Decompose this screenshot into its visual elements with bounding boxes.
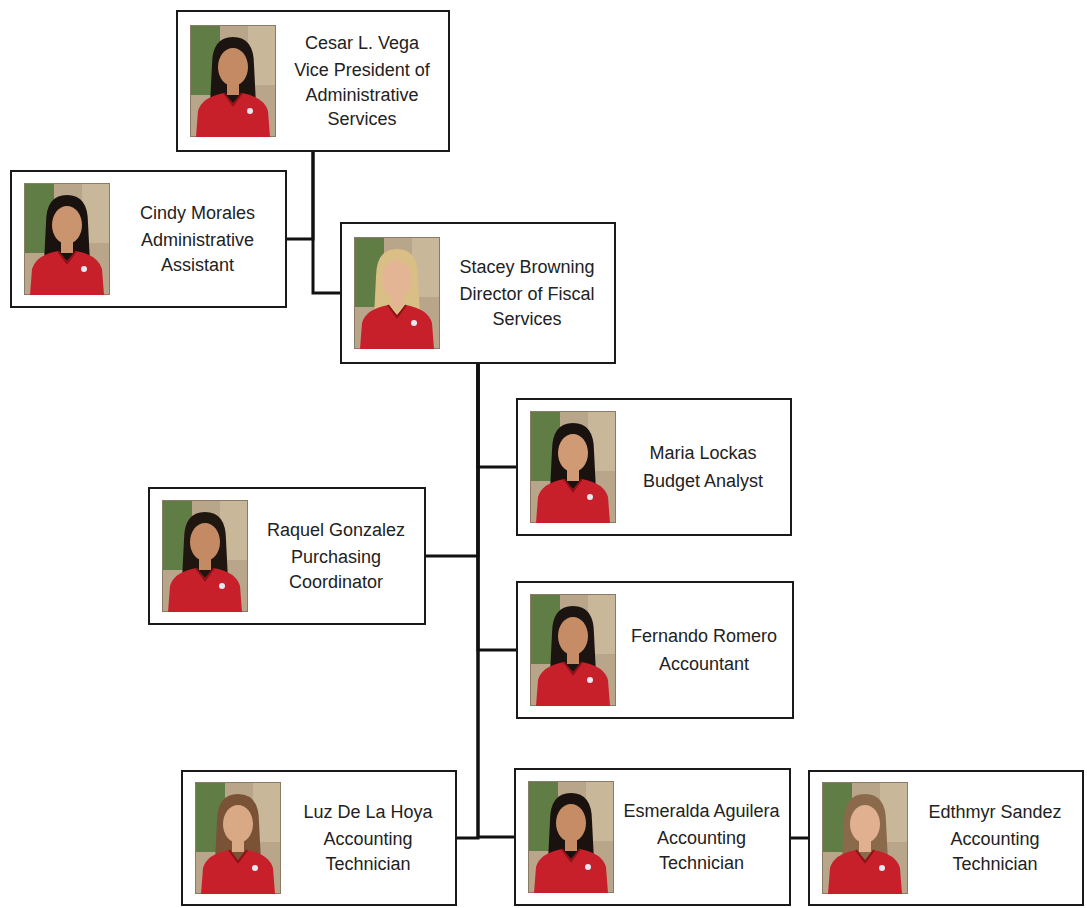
staff-text: Cesar L. VegaVice President of Administr… (276, 31, 440, 131)
portrait-photo (530, 594, 616, 706)
staff-box: Luz De La HoyaAccounting Technician (181, 770, 457, 906)
staff-name: Luz De La Hoya (289, 800, 447, 824)
staff-name: Esmeralda Aguilera (622, 799, 781, 823)
portrait-photo (530, 411, 616, 523)
staff-text: Stacey BrowningDirector of Fiscal Servic… (440, 255, 606, 331)
connector-line (457, 364, 478, 838)
staff-text: Luz De La HoyaAccounting Technician (281, 800, 447, 876)
connector-line (426, 364, 478, 556)
job-title: Director of Fiscal Services (448, 282, 606, 331)
staff-text: Edthmyr SandezAccounting Technician (908, 800, 1074, 876)
portrait-photo (162, 500, 248, 612)
staff-name: Cesar L. Vega (284, 31, 440, 55)
portrait-photo (195, 782, 281, 894)
portrait-photo (528, 781, 614, 893)
staff-name: Raquel Gonzalez (256, 518, 416, 542)
staff-name: Edthmyr Sandez (916, 800, 1074, 824)
connector-line (313, 152, 340, 293)
job-title: Administrative Assistant (118, 228, 277, 277)
portrait-photo (24, 183, 110, 295)
connector-line (478, 364, 514, 837)
connector-line (478, 364, 516, 467)
staff-text: Maria LockasBudget Analyst (616, 441, 782, 493)
staff-box: Cesar L. VegaVice President of Administr… (176, 10, 450, 152)
staff-text: Cindy MoralesAdministrative Assistant (110, 201, 277, 277)
portrait-photo (822, 782, 908, 894)
connector-line (287, 152, 313, 239)
staff-box: Cindy MoralesAdministrative Assistant (10, 170, 287, 308)
staff-name: Stacey Browning (448, 255, 606, 279)
job-title: Vice President of Administrative Service… (284, 58, 440, 131)
staff-name: Fernando Romero (624, 624, 784, 648)
staff-box: Edthmyr SandezAccounting Technician (808, 770, 1084, 906)
connector-line (791, 837, 808, 840)
portrait-photo (354, 237, 440, 349)
staff-box: Esmeralda AguileraAccounting Technician (514, 768, 791, 906)
staff-name: Cindy Morales (118, 201, 277, 225)
job-title: Accounting Technician (622, 826, 781, 875)
staff-box: Fernando RomeroAccountant (516, 581, 794, 719)
staff-text: Esmeralda AguileraAccounting Technician (614, 799, 781, 875)
staff-box: Stacey BrowningDirector of Fiscal Servic… (340, 222, 616, 364)
staff-box: Raquel GonzalezPurchasing Coordinator (148, 487, 426, 625)
staff-box: Maria LockasBudget Analyst (516, 398, 792, 536)
job-title: Accounting Technician (916, 827, 1074, 876)
connector-line (478, 364, 516, 650)
portrait-photo (190, 25, 276, 137)
staff-text: Raquel GonzalezPurchasing Coordinator (248, 518, 416, 594)
staff-name: Maria Lockas (624, 441, 782, 465)
job-title: Accountant (624, 652, 784, 676)
job-title: Budget Analyst (624, 469, 782, 493)
staff-text: Fernando RomeroAccountant (616, 624, 784, 676)
job-title: Accounting Technician (289, 827, 447, 876)
job-title: Purchasing Coordinator (256, 545, 416, 594)
